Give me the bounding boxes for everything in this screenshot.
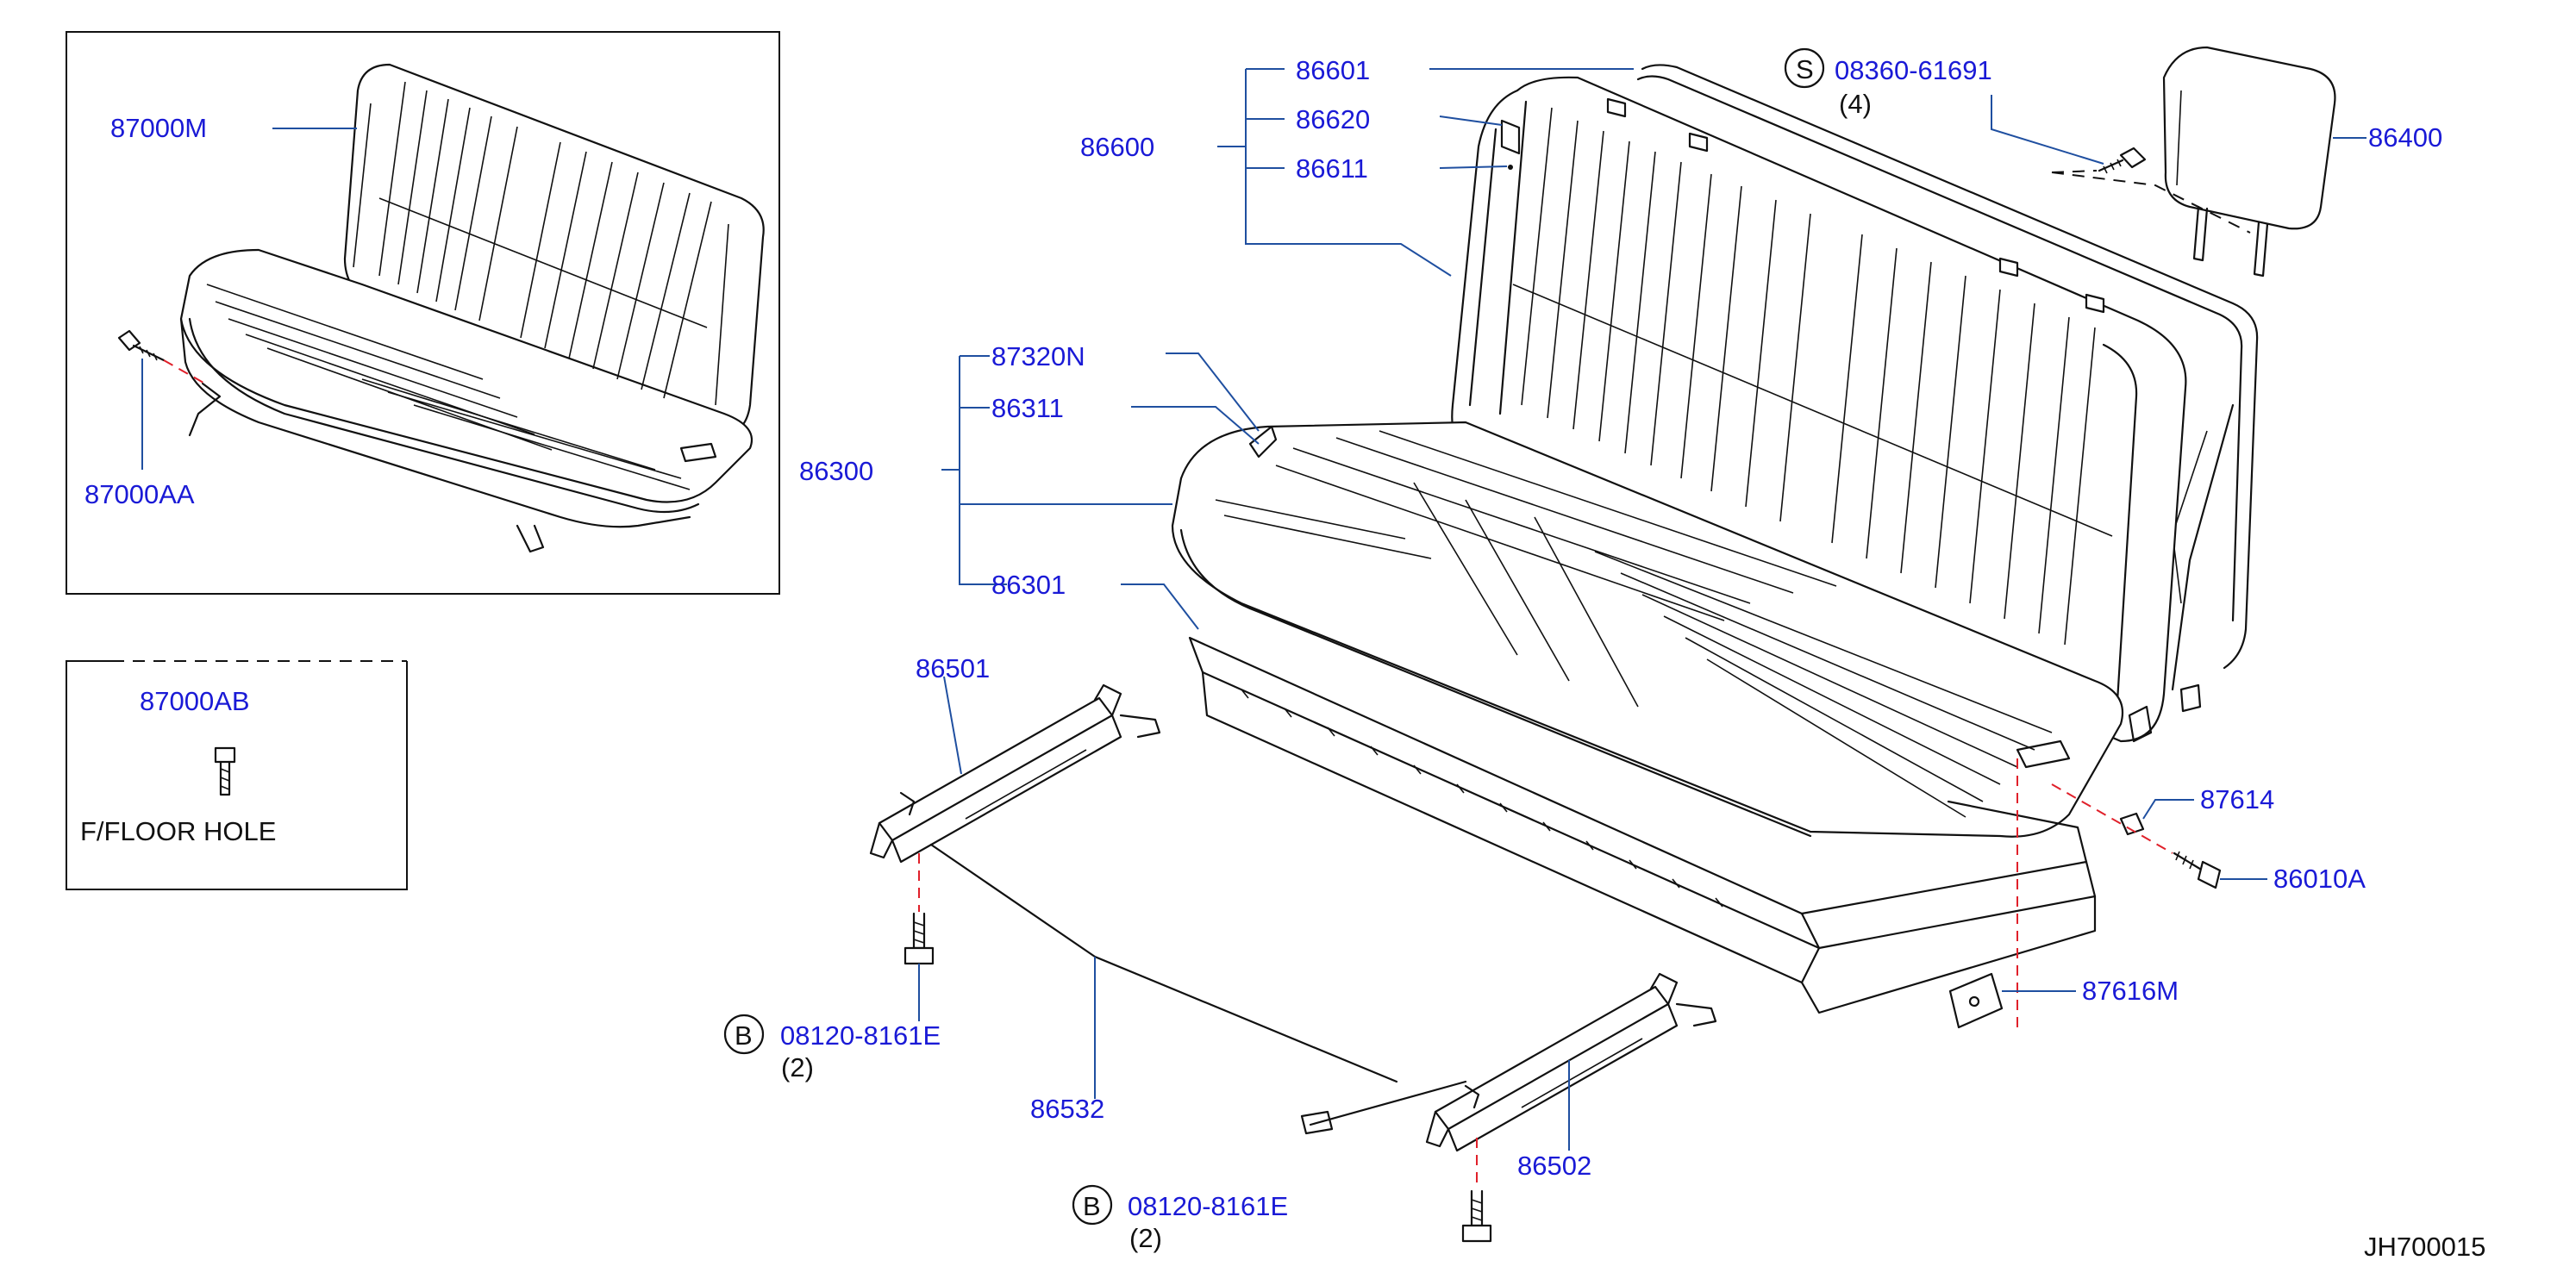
adjuster-86501-drawing	[869, 683, 1161, 864]
part-label-86611: 86611	[1296, 153, 1368, 184]
diagram-id: JH700015	[2364, 1232, 2485, 1262]
part-label-08360-61691: 08360-61691	[1835, 55, 1992, 85]
quantity-label: (2)	[781, 1052, 814, 1082]
bolt-icon	[117, 329, 166, 362]
floor-hole-note: F/FLOOR HOLE	[80, 816, 276, 846]
clip-icon	[1500, 119, 1521, 155]
part-label-86311: 86311	[991, 393, 1064, 423]
code-circle-b	[723, 1014, 765, 1055]
centerline	[2051, 170, 2098, 173]
leader-lines	[918, 68, 2367, 1151]
callout-b-bolt-1: B 08120-8161E (2)	[723, 1014, 941, 1082]
part-label-86601: 86601	[1296, 55, 1370, 85]
part-label-86010a: 86010A	[2273, 864, 2366, 894]
inset-seat-drawing	[179, 63, 765, 553]
quantity-label: (2)	[1129, 1223, 1162, 1253]
callout-b-bolt-2: B 08120-8161E (2)	[1072, 1184, 1288, 1253]
part-label-86502: 86502	[1517, 1151, 1591, 1181]
part-label-86532: 86532	[1030, 1094, 1104, 1124]
part-label-87614: 87614	[2200, 784, 2274, 814]
code-letter-s: S	[1796, 54, 1814, 84]
plate-icon	[1948, 972, 2004, 1029]
bolt-icon	[903, 912, 935, 965]
bolt-icon	[2098, 147, 2147, 174]
lever-86532-drawing	[929, 843, 1467, 1135]
centerline	[163, 359, 204, 384]
inset-seat-assembly: 87000M 87000AA	[66, 31, 780, 595]
quantity-label: (4)	[1839, 89, 1872, 119]
bolt-icon	[2173, 851, 2222, 889]
code-letter-b: B	[1083, 1191, 1101, 1221]
part-label-86301: 86301	[991, 570, 1066, 600]
part-label-86501: 86501	[916, 653, 990, 683]
headrest-guide-line	[2051, 172, 2251, 234]
adjuster-86502-drawing	[1425, 972, 1717, 1152]
part-label-08120-8161e: 08120-8161E	[780, 1020, 941, 1051]
inset-floor-hole: 87000AB F/FLOOR HOLE	[66, 660, 408, 890]
headrest-drawing	[2162, 46, 2336, 278]
part-label-87320n: 87320N	[991, 341, 1085, 371]
code-circle-b	[1072, 1184, 1113, 1226]
part-label-86400: 86400	[2368, 122, 2442, 153]
inset-seat-frame	[66, 31, 780, 595]
main-seat-drawing	[1171, 64, 2259, 1014]
bolt-icon	[214, 746, 236, 796]
callout-s-bolt: S 08360-61691 (4)	[1784, 47, 1992, 119]
part-label-87000m: 87000M	[110, 113, 207, 143]
part-label-86620: 86620	[1296, 104, 1370, 134]
code-letter-b: B	[735, 1020, 753, 1051]
part-label-87000ab: 87000AB	[140, 686, 250, 716]
part-label-86300: 86300	[799, 456, 873, 486]
part-label-87616m: 87616M	[2082, 976, 2179, 1006]
part-label-08120-8161e: 08120-8161E	[1128, 1191, 1288, 1221]
spacer-icon	[2119, 812, 2145, 836]
part-label-87000aa: 87000AA	[84, 479, 195, 509]
part-label-86600: 86600	[1080, 132, 1154, 162]
centerline	[2051, 783, 2173, 854]
code-circle-s	[1784, 47, 1825, 89]
bolt-icon	[1461, 1189, 1492, 1243]
